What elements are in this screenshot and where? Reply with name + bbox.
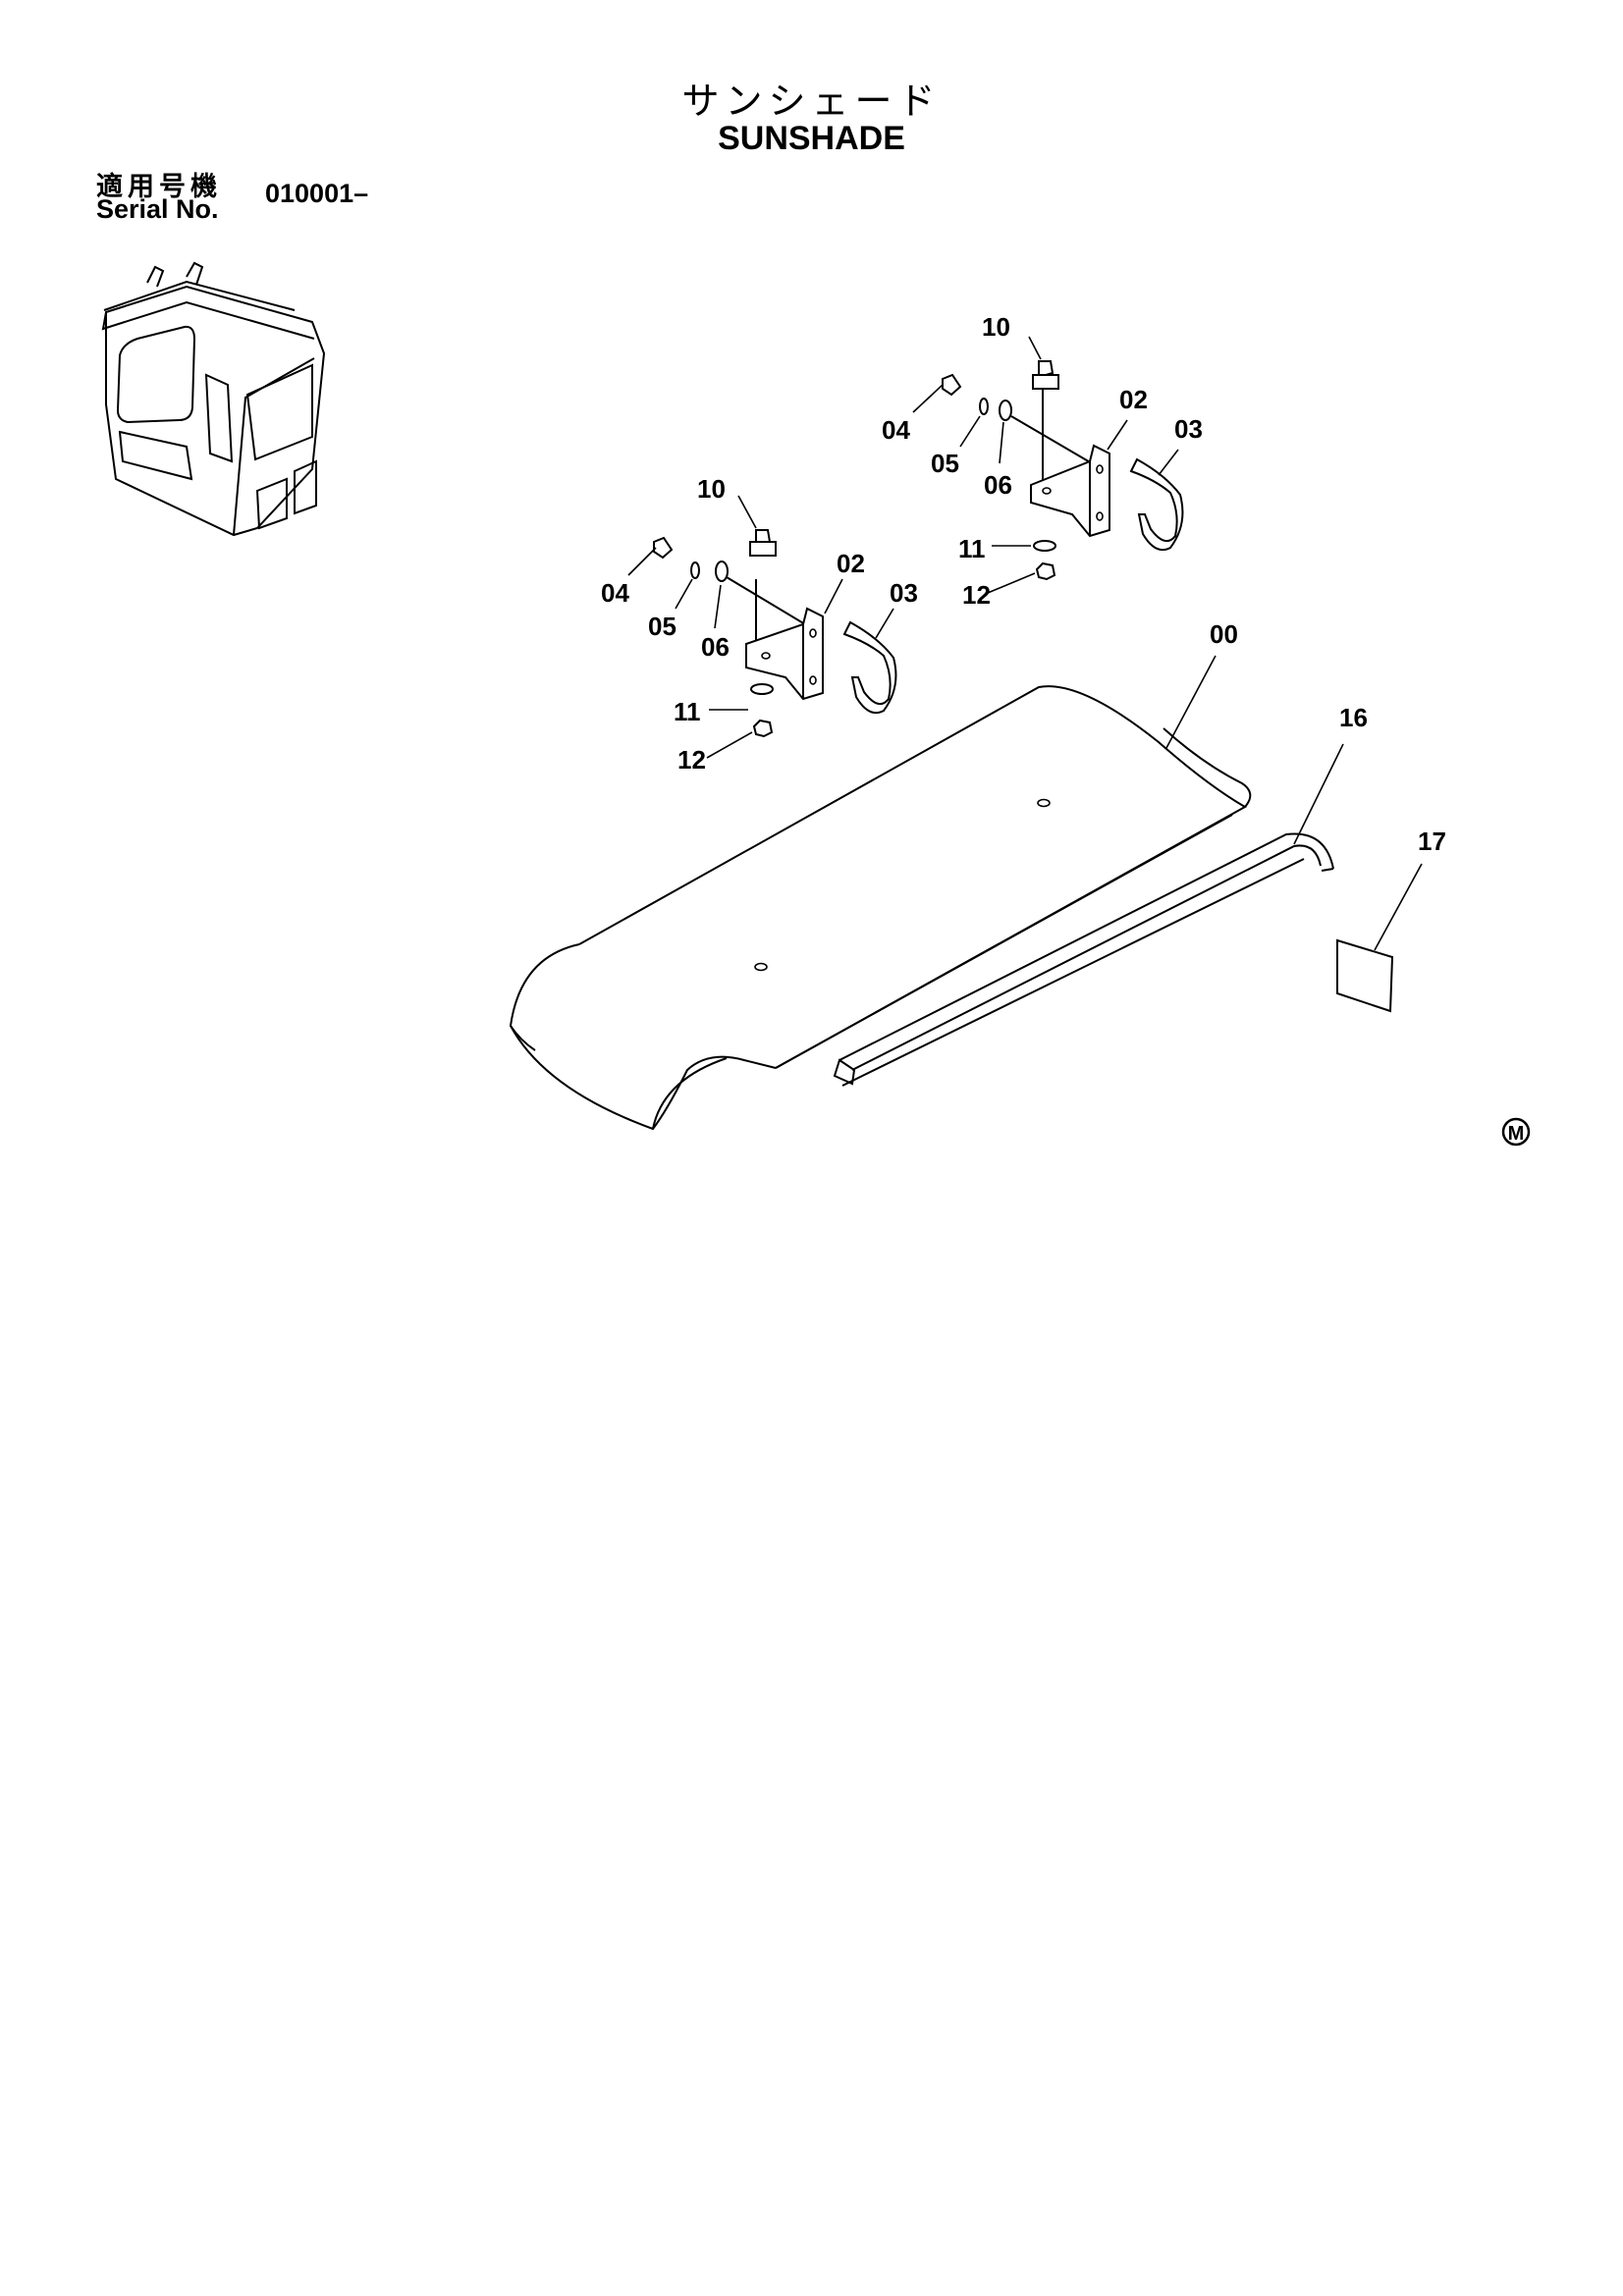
cab-location-thumbnail (101, 261, 326, 537)
callout-03-right: 03 (1174, 414, 1203, 444)
callout-11-right: 11 (958, 534, 986, 563)
callout-05-right: 05 (931, 449, 959, 478)
bracket-set-right (942, 360, 1184, 581)
page-title: SUNSHADE (718, 120, 905, 157)
callout-17: 17 (1418, 827, 1446, 856)
serial-label: Serial No. (96, 194, 219, 224)
callout-02-right: 02 (1119, 385, 1148, 414)
callout-labels: 10 04 05 06 02 03 11 12 10 04 05 06 02 0… (601, 312, 1446, 856)
circled-m-mark: M (1501, 1117, 1531, 1147)
leader-lines (627, 336, 1423, 951)
seal-strip (833, 832, 1334, 1087)
callout-16: 16 (1339, 703, 1368, 732)
callout-06-right: 06 (984, 470, 1012, 500)
callout-11-left: 11 (674, 697, 701, 726)
serial-number-value: 010001– (265, 179, 369, 208)
page-title-japanese: サンシェード (681, 80, 942, 123)
mark-letter: M (1508, 1123, 1525, 1145)
callout-04-left: 04 (601, 578, 629, 608)
bracket-set-left (653, 529, 897, 738)
serial-label-japanese: 適用号機 (96, 172, 222, 202)
callout-06-left: 06 (701, 632, 730, 662)
callout-03-left: 03 (890, 578, 918, 608)
callout-12-right: 12 (962, 580, 991, 610)
decal-label (1336, 938, 1394, 1013)
callout-12-left: 12 (677, 745, 706, 774)
callout-10-left: 10 (697, 474, 726, 504)
callout-02-left: 02 (837, 549, 865, 578)
callout-00: 00 (1210, 619, 1238, 649)
callout-05-left: 05 (648, 612, 676, 641)
callout-10-right: 10 (982, 312, 1010, 342)
sunshade-panel (509, 685, 1252, 1131)
callout-04-right: 04 (882, 415, 910, 445)
